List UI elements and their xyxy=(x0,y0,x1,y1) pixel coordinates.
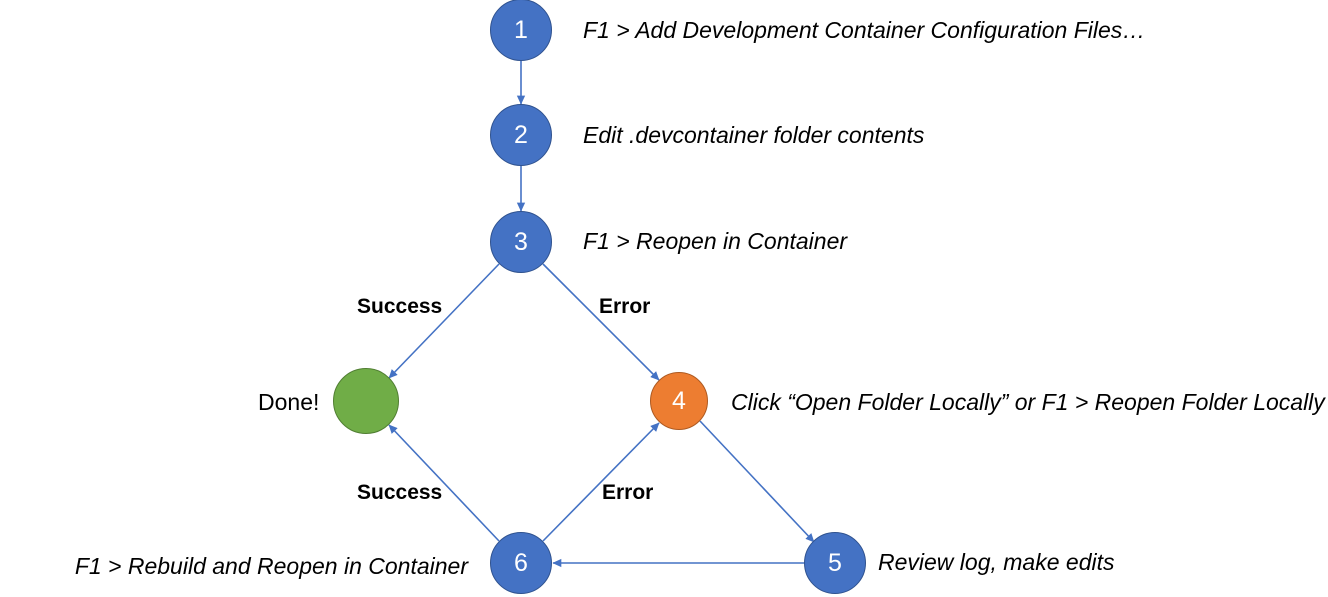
edge-n6-to-done xyxy=(388,424,500,542)
step-label-2: Edit .devcontainer folder contents xyxy=(583,124,924,147)
node-1-text: 1 xyxy=(514,15,528,44)
edge-n3-to-done xyxy=(388,263,500,379)
node-4-text: 4 xyxy=(672,386,686,415)
edge-label-error-top-text: Error xyxy=(599,295,651,318)
step-label-5-text: Review log, make edits xyxy=(878,549,1115,575)
label-done: Done! xyxy=(258,391,319,414)
node-2[interactable]: 2 xyxy=(490,104,552,166)
edge-label-success-bottom: Success xyxy=(357,482,442,503)
edge-label-success-top-text: Success xyxy=(357,295,443,318)
step-label-6-text: F1 > Rebuild and Reopen in Container xyxy=(74,553,468,579)
edge-label-success-bottom-text: Success xyxy=(357,481,443,504)
edge-label-error-bottom: Error xyxy=(602,482,653,503)
node-done[interactable] xyxy=(333,368,399,434)
node-5[interactable]: 5 xyxy=(804,532,866,594)
step-label-6: F1 > Rebuild and Reopen in Container xyxy=(75,555,468,578)
edge-label-error-top: Error xyxy=(599,296,650,317)
step-label-4-text: Click “Open Folder Locally” or F1 > Reop… xyxy=(731,389,1325,415)
node-5-text: 5 xyxy=(828,548,842,577)
edge-label-error-bottom-text: Error xyxy=(602,481,654,504)
step-label-2-text: Edit .devcontainer folder contents xyxy=(583,122,925,148)
node-2-text: 2 xyxy=(514,120,528,149)
step-label-3-text: F1 > Reopen in Container xyxy=(583,228,848,254)
edge-n4-to-n5 xyxy=(699,420,815,543)
label-done-text: Done! xyxy=(258,389,320,415)
edge-n6-to-n4 xyxy=(542,422,660,542)
node-6-text: 6 xyxy=(514,548,528,577)
node-4[interactable]: 4 xyxy=(650,372,708,430)
edge-n3-to-n4 xyxy=(542,263,660,381)
node-3[interactable]: 3 xyxy=(490,211,552,273)
step-label-3: F1 > Reopen in Container xyxy=(583,230,847,253)
node-1[interactable]: 1 xyxy=(490,0,552,61)
node-6[interactable]: 6 xyxy=(490,532,552,594)
node-3-text: 3 xyxy=(514,227,528,256)
edge-label-success-top: Success xyxy=(357,296,442,317)
step-label-5: Review log, make edits xyxy=(878,551,1115,574)
step-label-1-text: F1 > Add Development Container Configura… xyxy=(583,17,1146,43)
step-label-1: F1 > Add Development Container Configura… xyxy=(583,19,1145,42)
step-label-4: Click “Open Folder Locally” or F1 > Reop… xyxy=(731,391,1325,414)
